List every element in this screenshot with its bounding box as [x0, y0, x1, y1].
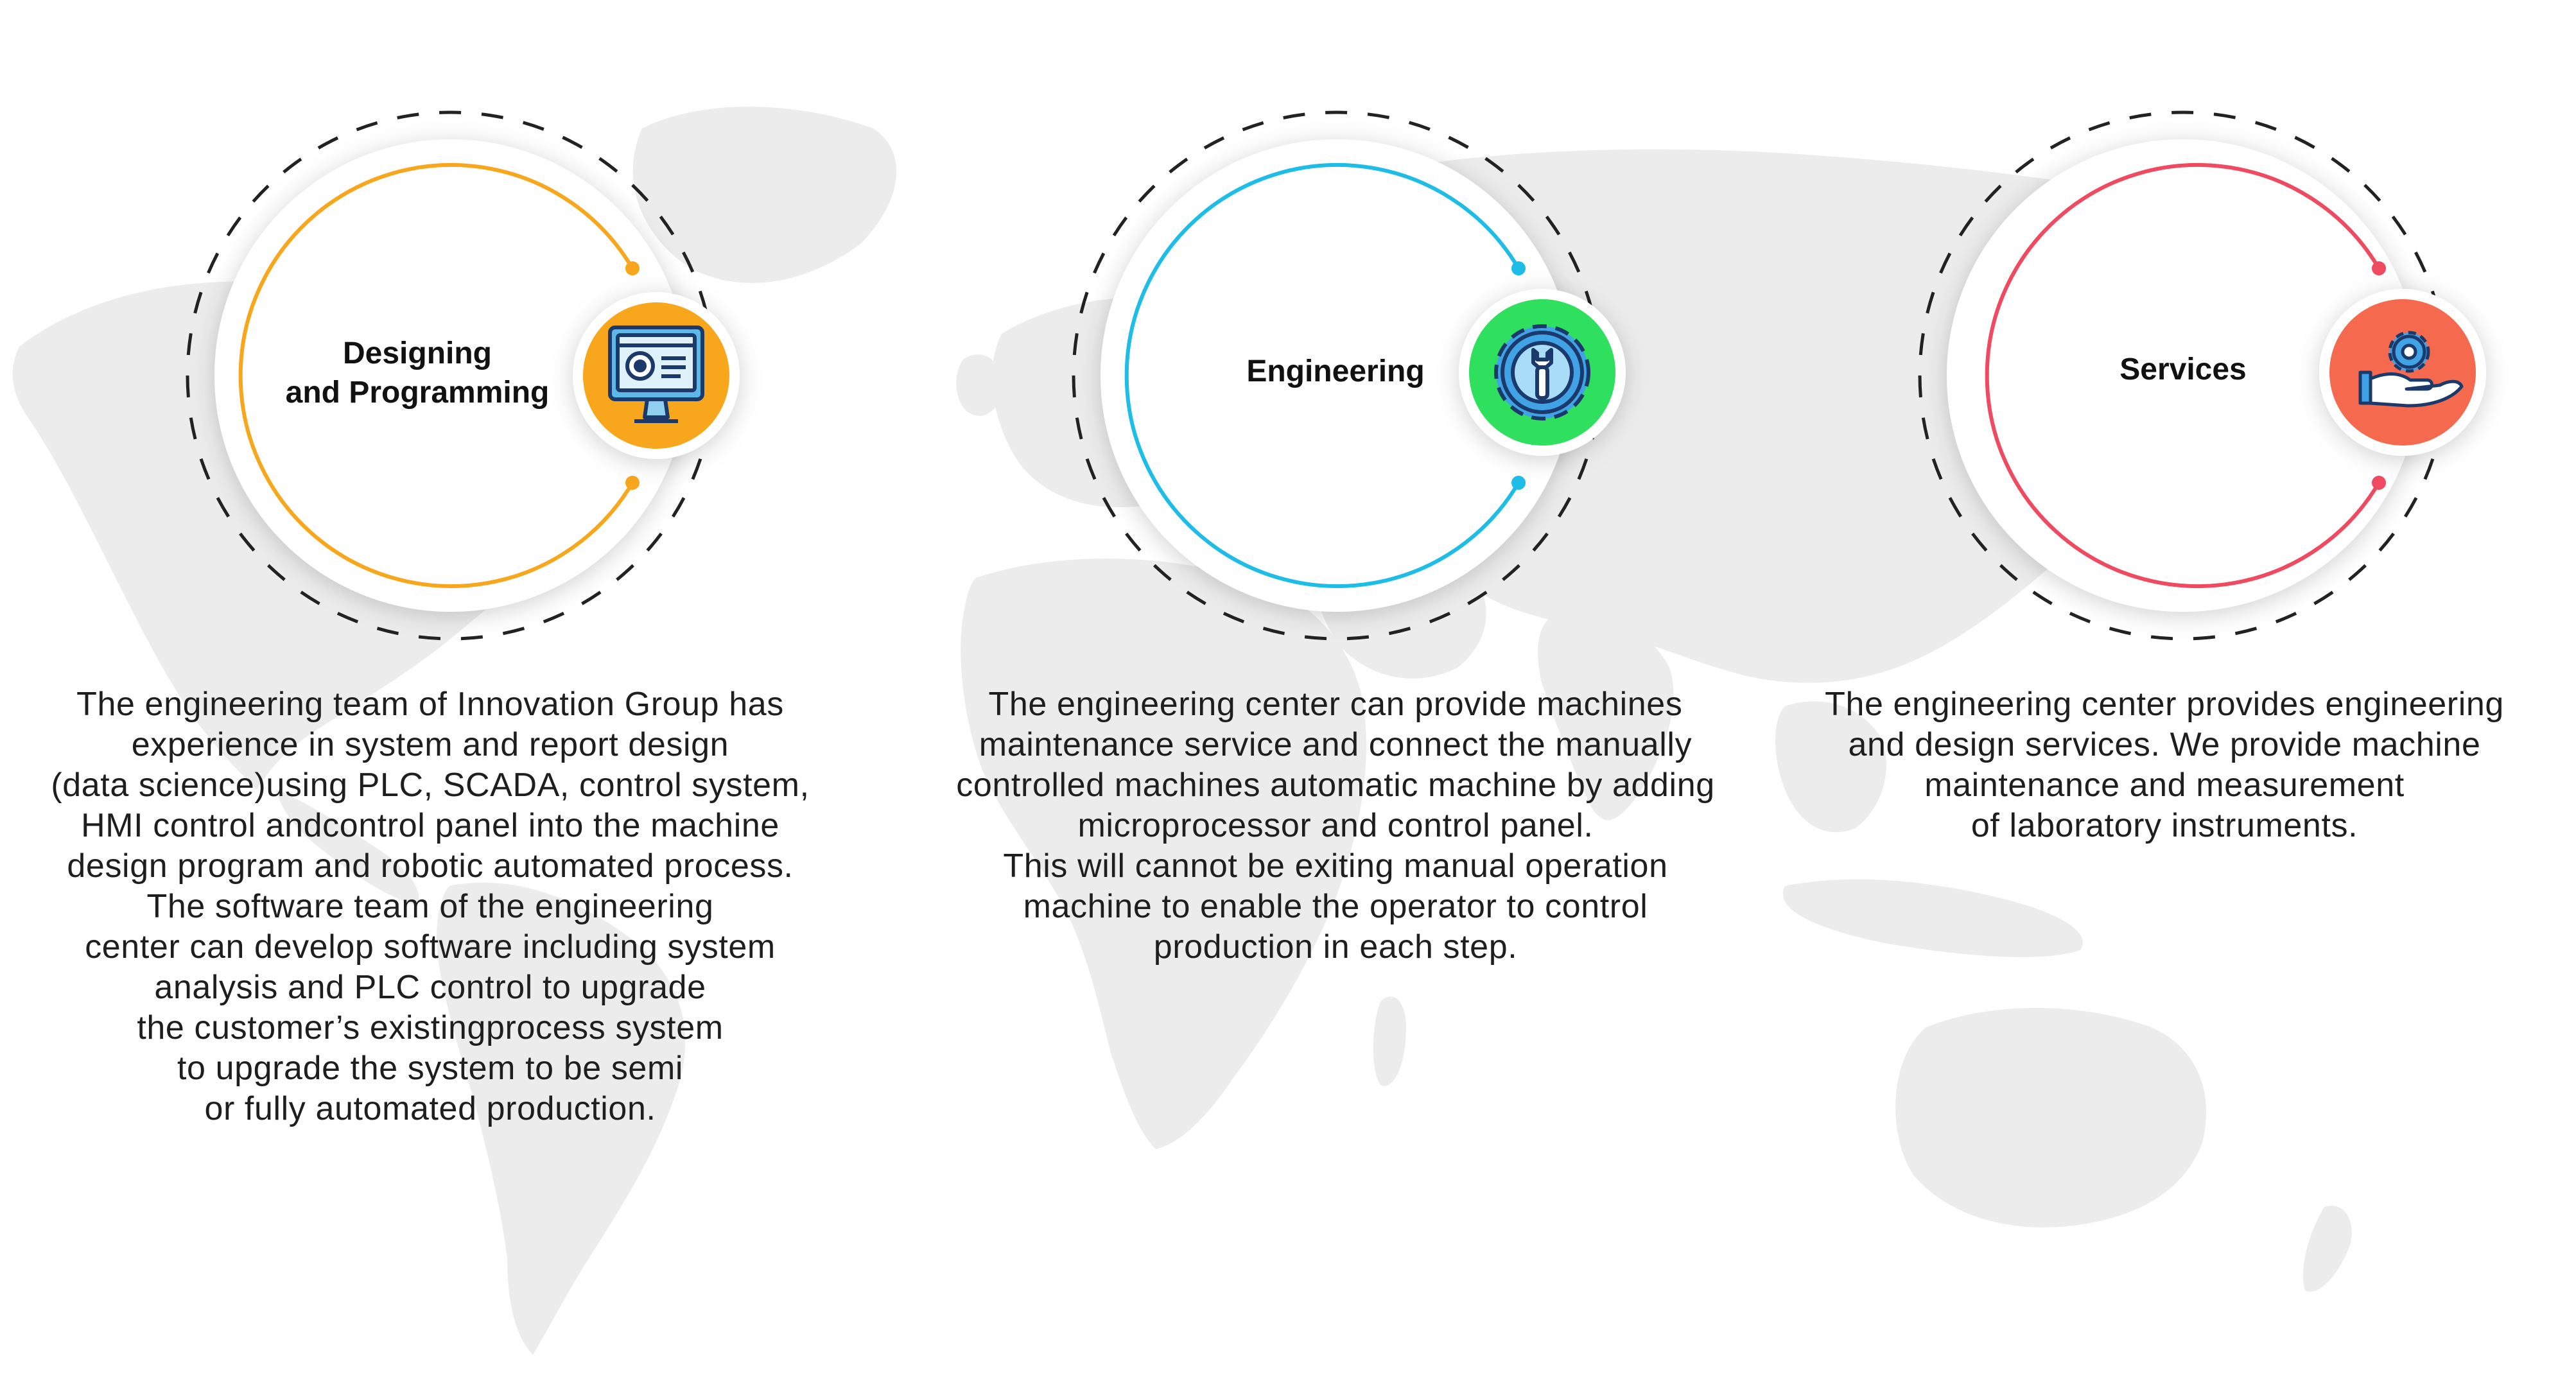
white-disc: [214, 139, 687, 612]
card-engineering: Engineering The engineering center can p…: [886, 0, 1785, 1156]
card-title: Designing and Programming: [285, 336, 550, 410]
card-title: Engineering: [1246, 354, 1425, 388]
icon-badge: [2329, 299, 2476, 446]
hand-gear-icon: [2358, 331, 2464, 408]
services-ring-graphic: [1918, 110, 2486, 641]
card-description: The engineering team of Innovation Group…: [51, 686, 810, 1127]
arc-end-dot: [625, 476, 640, 490]
gear-wrench-icon: [1494, 324, 1590, 421]
arc-end-dot: [2372, 261, 2386, 275]
computer-settings-icon: [608, 325, 704, 423]
card-title: Services: [2119, 352, 2247, 386]
card-description: The engineering center provides engineer…: [1825, 686, 2504, 844]
arc-end-dot: [1511, 476, 1526, 490]
card-designing-programming: Designing and Programming The engineerin…: [0, 0, 860, 1156]
white-disc: [1101, 139, 1573, 612]
colored-arc: [1985, 163, 2381, 588]
arc-end-dot: [625, 261, 640, 275]
arc-end-dot: [1511, 261, 1526, 275]
designing-ring-graphic: [186, 110, 740, 641]
engineering-ring-graphic: [1072, 110, 1626, 641]
card-description: The engineering center can provide machi…: [956, 686, 1715, 966]
white-disc: [1947, 139, 2419, 612]
colored-arc: [1124, 163, 1520, 588]
arc-end-dot: [2372, 476, 2386, 490]
card-services: Services The engineering center provides…: [1753, 0, 2576, 1156]
colored-arc: [238, 163, 634, 588]
